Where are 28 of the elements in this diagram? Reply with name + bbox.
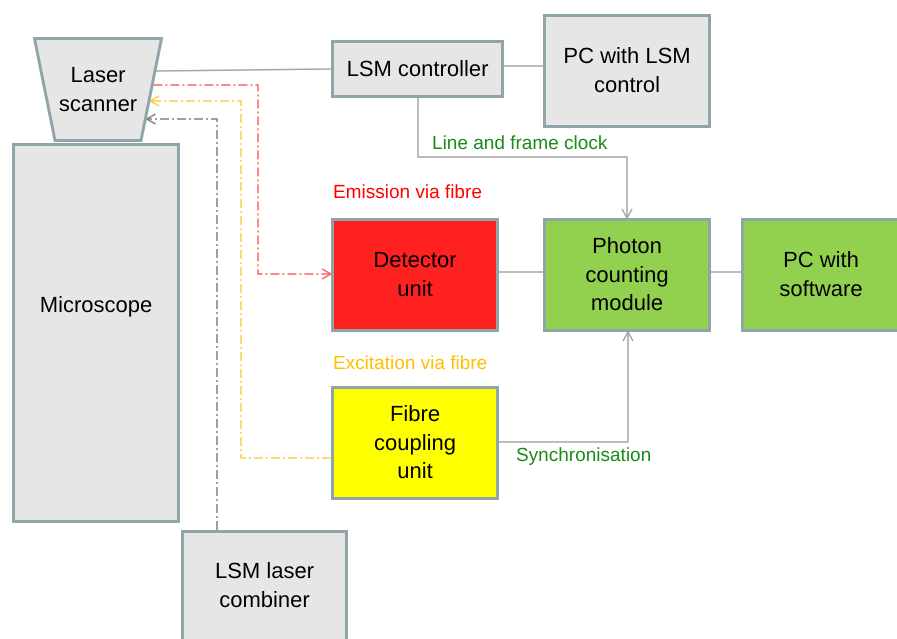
node-text: PC with software [778,246,864,303]
connector-line [711,271,741,273]
node-text: PC with LSM control [562,42,692,99]
connector-line [499,271,543,273]
process-box [741,218,897,332]
node-text: LSM controller [346,54,488,83]
connector-line [156,68,331,72]
caption-text: Emission via fibre [333,182,482,204]
connector-line [504,65,543,67]
arrow [417,98,633,219]
arrow [149,95,331,459]
process-box [543,14,711,128]
edge-label: Synchronisation [516,445,652,467]
process-box [543,218,711,332]
node-text: Detector unit [372,246,458,303]
node-text: Microscope [40,291,152,319]
process-box [181,530,348,639]
caption-text: Excitation via fibre [333,353,488,375]
arrow [146,113,218,530]
node-text: Laser scanner [58,60,138,118]
process-box [331,218,499,332]
node-text: Fibre coupling unit [373,400,457,486]
node-text: Photon counting module [584,232,670,318]
process-box [331,40,504,98]
node-text: LSM laser combiner [214,557,316,614]
arrow [153,84,332,280]
arrow [499,331,634,443]
process-box [331,386,499,500]
